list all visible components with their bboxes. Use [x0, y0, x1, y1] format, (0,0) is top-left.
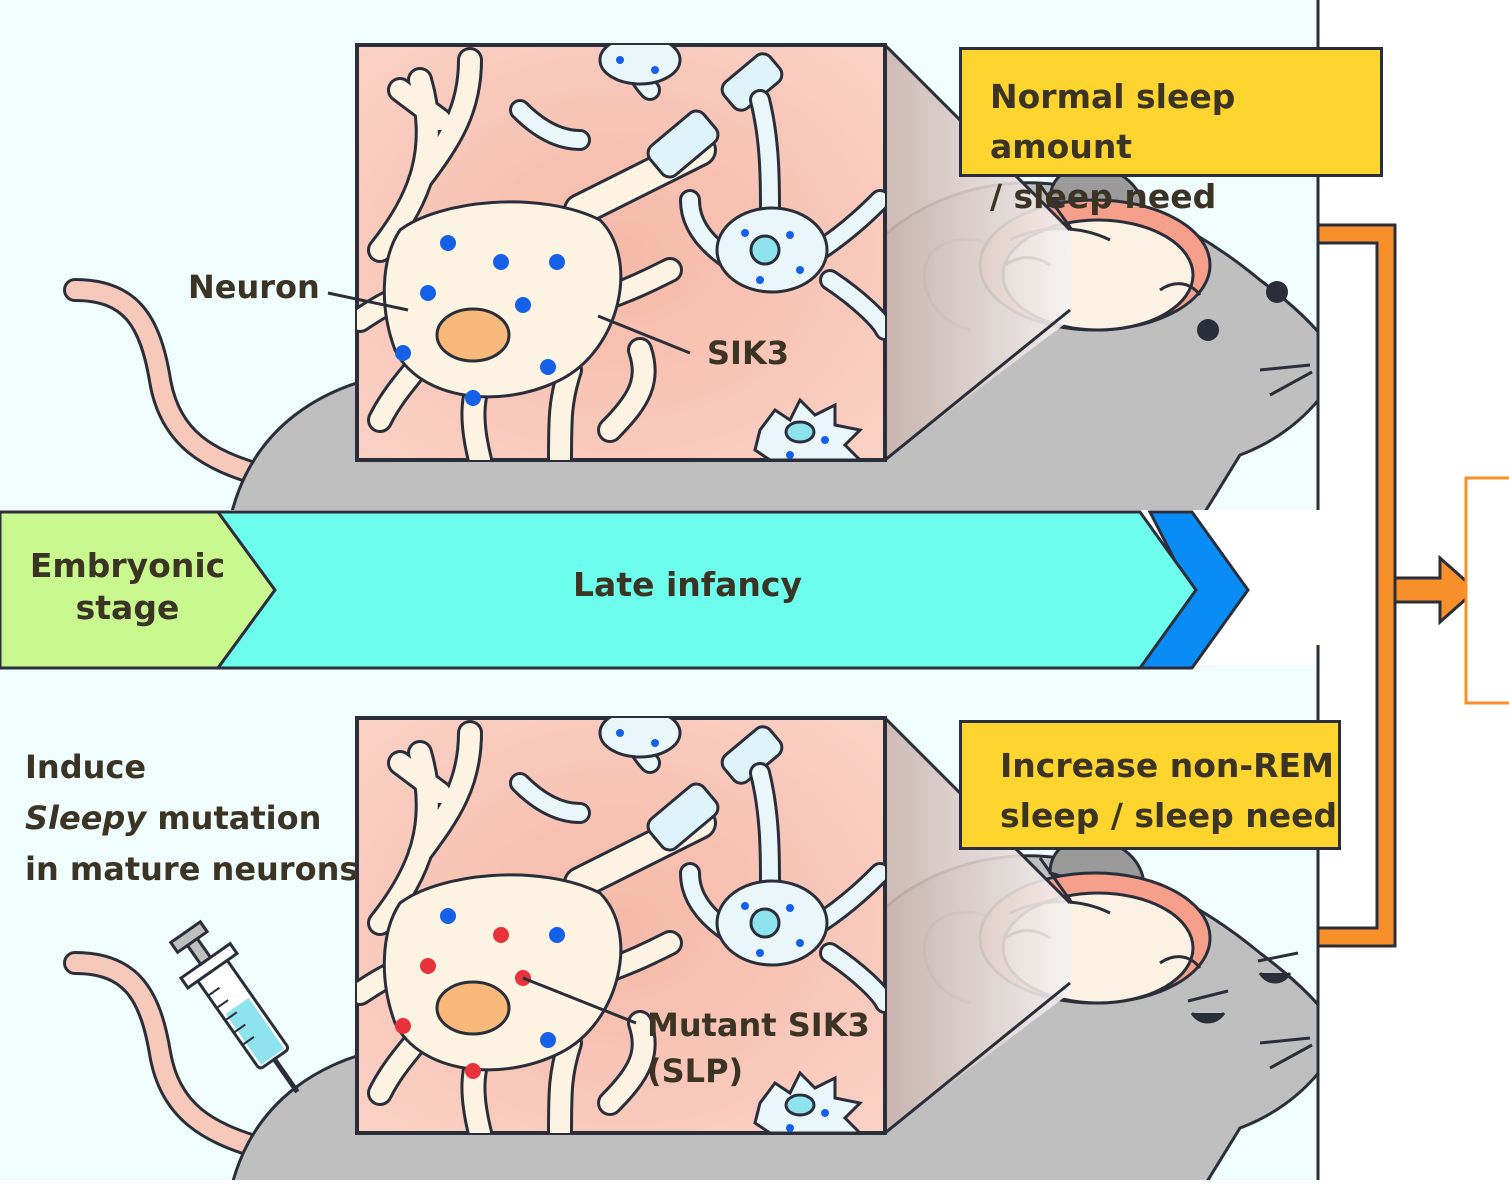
- merge-arrow: [1316, 223, 1479, 948]
- stage-embryonic-line1: Embryonic: [29, 546, 226, 585]
- normal-sleep-line2: / sleep need: [990, 177, 1217, 216]
- result-box-cropped: [1464, 476, 1509, 705]
- increase-sleep-callout: Increase non-REM sleep / sleep need: [959, 720, 1341, 850]
- mutant-sik3-line1: Mutant SIK3: [647, 1006, 870, 1044]
- induce-line3: in mature neurons: [25, 850, 359, 888]
- stage-late-infancy-label: Late infancy: [573, 565, 802, 604]
- sleepy-italic: Sleepy: [25, 799, 147, 837]
- sik3-dots-normal: [395, 235, 565, 406]
- stage-embryonic-line2: stage: [75, 588, 180, 627]
- increase-sleep-line2: sleep / sleep need: [1000, 796, 1338, 835]
- normal-sleep-line1: Normal sleep amount: [990, 77, 1236, 166]
- mutant-sik3-label: Mutant SIK3 (SLP): [647, 1002, 870, 1094]
- stage-late-infancy-arrow: [215, 510, 1198, 670]
- right-arrow-icon: [1393, 554, 1479, 626]
- induce-line2-rest: mutation: [146, 799, 322, 837]
- normal-sleep-callout: Normal sleep amount / sleep need: [959, 47, 1383, 216]
- induce-line2: Sleepy mutation: [25, 793, 358, 844]
- neuron-label: Neuron: [188, 268, 320, 306]
- syringe-icon: [168, 919, 300, 1094]
- sik3-dots-mixed: [395, 908, 565, 1079]
- induce-text: Induce Sleepy mutation in mature neurons: [25, 742, 358, 895]
- induce-line1: Induce: [25, 748, 147, 786]
- timeline: [0, 510, 1250, 670]
- mutant-sik3-line2: (SLP): [647, 1052, 744, 1090]
- increase-sleep-line1: Increase non-REM: [1000, 746, 1334, 785]
- sik3-label: SIK3: [707, 334, 790, 372]
- stage-embryonic-label: Embryonic stage: [0, 545, 255, 629]
